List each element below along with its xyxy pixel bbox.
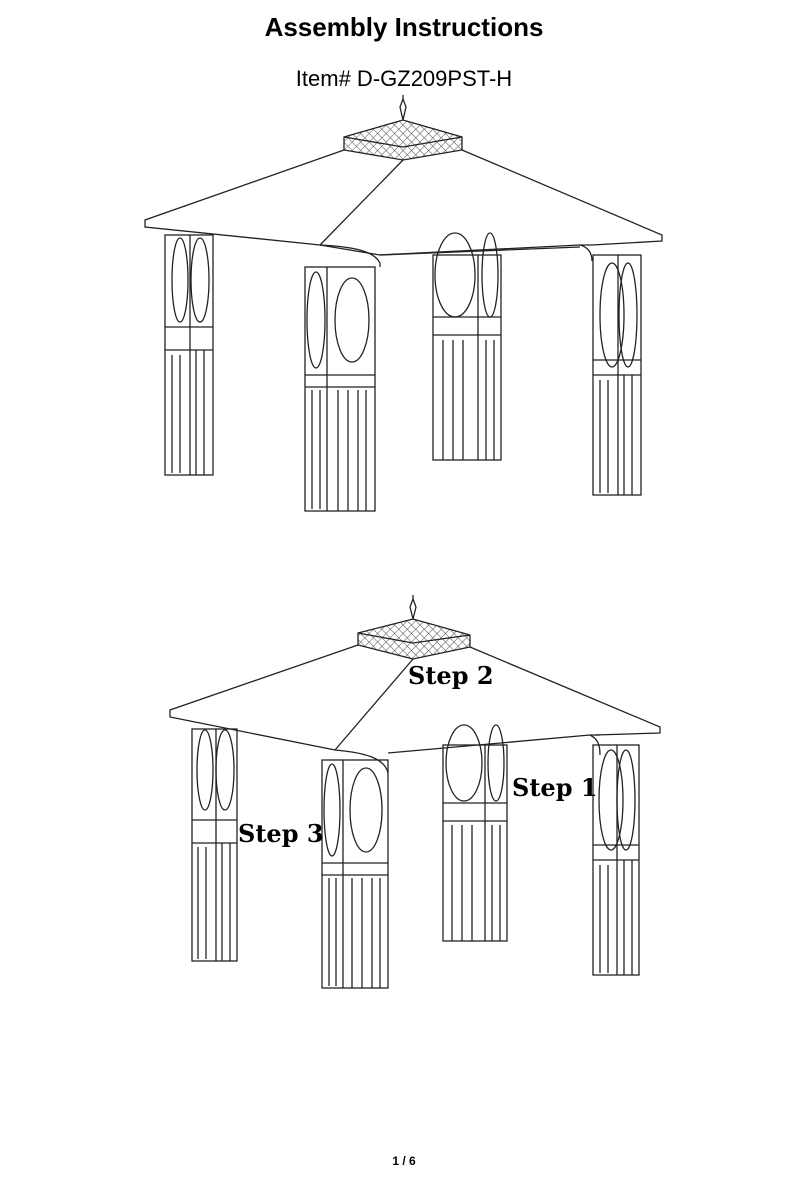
step-2-label: Step 2 (408, 661, 494, 690)
gazebo-drawing (144, 95, 663, 512)
page-number: 1 / 6 (392, 1154, 416, 1168)
document-title: Assembly Instructions (264, 12, 544, 42)
gazebo-figure-steps: Step 2 Step 1 Step 3 (0, 595, 808, 995)
step-3-label: Step 3 (238, 819, 324, 848)
step-1-label: Step 1 (512, 773, 598, 802)
gazebo-drawing-steps (169, 595, 661, 989)
item-number: Item# D-GZ209PST-H (295, 66, 513, 91)
gazebo-figure-overview (0, 95, 808, 525)
